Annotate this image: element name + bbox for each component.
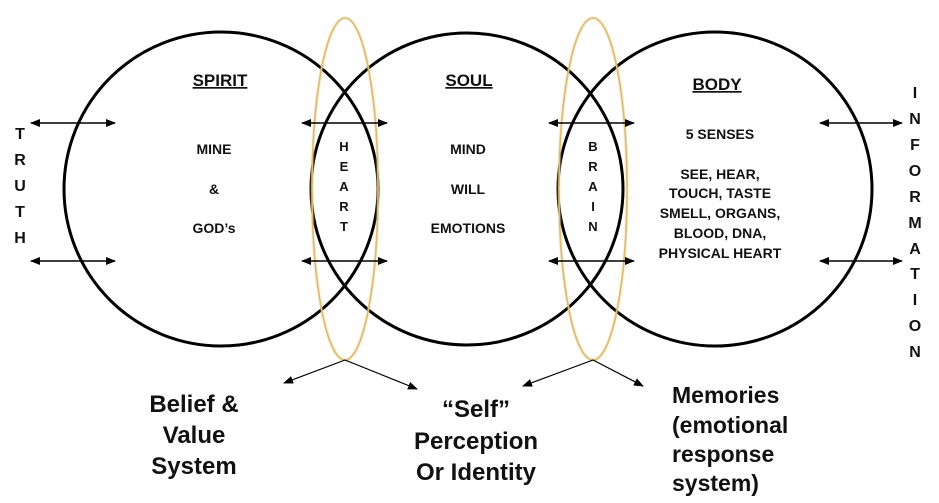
- body-line: SMELL, ORGANS,: [660, 205, 781, 221]
- information-label: I N F O R M A T I O N: [908, 85, 921, 361]
- brain-to-memories-arrow: [592, 359, 644, 387]
- belief-value-system-label: Belief & Value System: [149, 391, 238, 480]
- truth-letter: T: [15, 204, 25, 221]
- self-perception-label: “Self” Perception Or Identity: [414, 396, 538, 486]
- heart-letter: E: [340, 159, 349, 174]
- soul-line: MIND: [450, 141, 486, 157]
- spirit-line: &: [209, 181, 219, 197]
- soul-line: WILL: [451, 181, 486, 197]
- information-letter: M: [908, 215, 921, 232]
- truth-letter: T: [15, 126, 25, 143]
- information-letter: T: [910, 266, 920, 283]
- spirit-title: SPIRIT: [193, 71, 248, 90]
- brain-letter: I: [591, 199, 595, 214]
- soul-line: EMOTIONS: [431, 220, 506, 236]
- belief-line: Value: [163, 422, 226, 449]
- spirit-line: GOD’s: [192, 220, 235, 236]
- brain-letter: B: [588, 139, 597, 154]
- heart-letter: T: [340, 219, 348, 234]
- truth-letter: U: [14, 178, 26, 195]
- heart-letter: R: [339, 199, 349, 214]
- belief-line: Belief &: [149, 391, 238, 418]
- self-line: Or Identity: [416, 459, 537, 486]
- brain-letter: R: [588, 159, 598, 174]
- information-letter: N: [909, 344, 921, 361]
- body-line: 5 SENSES: [686, 126, 754, 142]
- information-letter: R: [909, 189, 921, 206]
- belief-line: System: [151, 453, 236, 480]
- information-letter: F: [910, 137, 920, 154]
- body-line: TOUCH, TASTE: [669, 185, 771, 201]
- memories-line: response: [672, 441, 774, 467]
- truth-letter: H: [14, 230, 26, 247]
- heart-label: H E A R T: [339, 139, 349, 234]
- memories-line: Memories: [672, 382, 779, 408]
- spirit-line: MINE: [197, 141, 232, 157]
- body-line: BLOOD, DNA,: [674, 225, 767, 241]
- heart-letter: A: [339, 179, 349, 194]
- body-title: BODY: [692, 75, 742, 94]
- heart-to-self-arrow: [344, 359, 418, 390]
- heart-letter: H: [339, 139, 348, 154]
- information-letter: O: [909, 163, 921, 180]
- information-letter: O: [909, 318, 921, 335]
- truth-label: T R U T H: [14, 126, 26, 247]
- body-line: SEE, HEAR,: [680, 166, 759, 182]
- body-line: PHYSICAL HEART: [659, 245, 782, 261]
- brain-letter: A: [588, 179, 598, 194]
- self-line: “Self”: [442, 396, 510, 423]
- truth-letter: R: [14, 152, 26, 169]
- brain-letter: N: [588, 219, 597, 234]
- brain-label: B R A I N: [588, 139, 598, 234]
- information-letter: A: [909, 241, 921, 258]
- information-letter: I: [913, 292, 917, 309]
- brain-to-self-arrow: [522, 359, 594, 387]
- memories-line: (emotional: [672, 412, 788, 438]
- memories-label: Memories (emotional response system): [672, 382, 788, 496]
- information-letter: N: [909, 111, 921, 128]
- self-line: Perception: [414, 428, 538, 455]
- soul-title: SOUL: [445, 71, 492, 90]
- heart-to-belief-arrow: [283, 359, 346, 384]
- information-letter: I: [913, 85, 917, 102]
- memories-line: system): [672, 470, 759, 496]
